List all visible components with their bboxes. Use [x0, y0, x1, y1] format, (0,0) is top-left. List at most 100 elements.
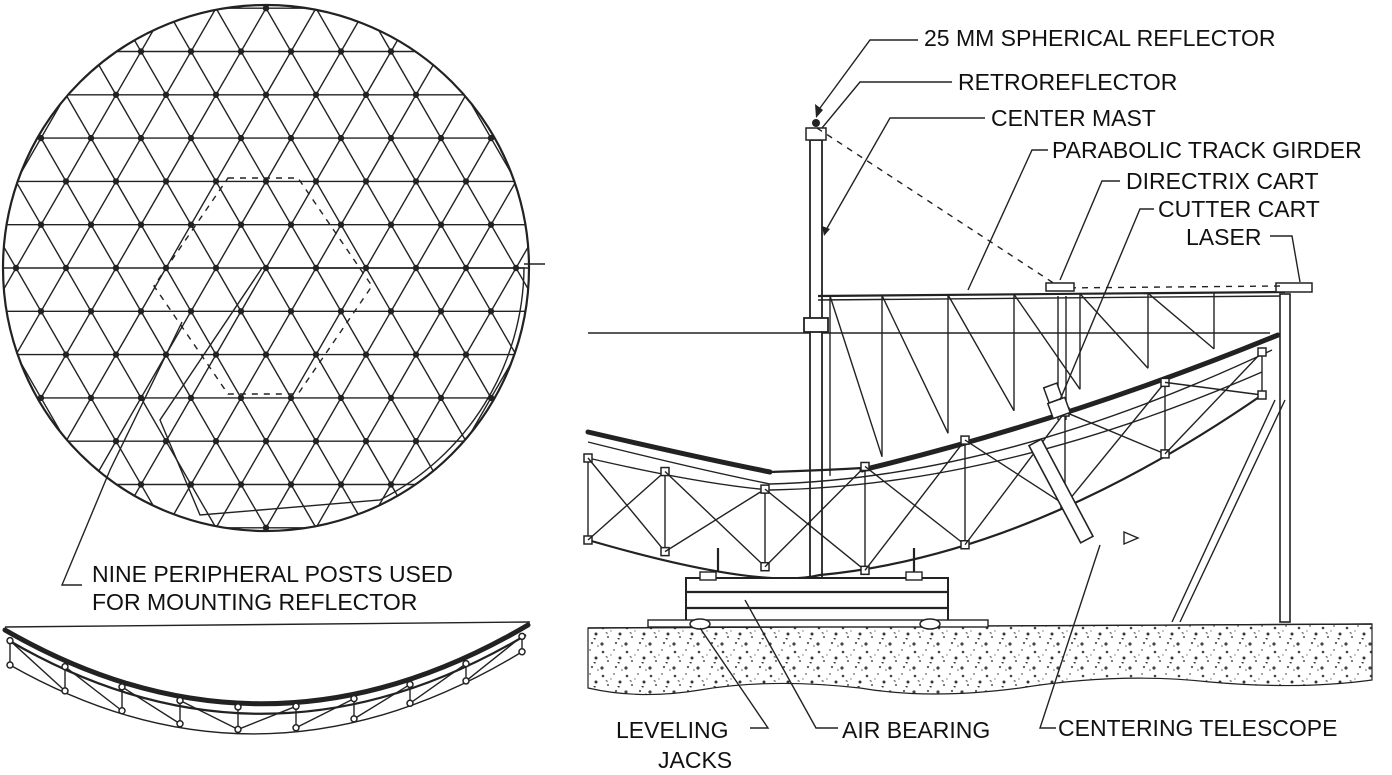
leveling-jacks	[689, 618, 941, 630]
mesh-node	[287, 134, 295, 142]
mesh-nodes	[12, 4, 520, 532]
reflector-side-truss	[2, 621, 531, 735]
mesh-node	[87, 394, 95, 402]
label-spherical-reflector: 25 MM SPHERICAL REFLECTOR	[924, 25, 1275, 51]
mesh-node	[37, 308, 45, 315]
mesh-node	[337, 48, 345, 55]
mesh-node	[237, 48, 245, 55]
leader-retroreflector	[821, 81, 952, 129]
leader-laser	[1270, 235, 1301, 283]
mesh-node	[212, 351, 220, 358]
mesh-node	[337, 394, 345, 402]
mesh-node	[312, 438, 320, 445]
mesh-node	[187, 221, 195, 228]
mesh-node	[487, 134, 495, 142]
mesh-node	[87, 308, 95, 315]
mesh-node	[437, 394, 445, 402]
mesh-node	[87, 221, 95, 228]
mesh-node	[112, 264, 120, 272]
mesh-node	[262, 351, 270, 358]
mesh-node	[262, 524, 270, 532]
mesh-node	[112, 91, 120, 98]
leader-center-mast	[825, 117, 985, 231]
mesh-node	[312, 351, 320, 358]
leader-spherical-reflector	[819, 39, 918, 109]
mesh-node	[137, 221, 145, 228]
mesh-node	[387, 134, 395, 142]
mesh-node	[287, 481, 295, 488]
mesh-node	[387, 394, 395, 402]
mesh-node	[187, 481, 195, 488]
mesh-node	[162, 91, 170, 98]
mesh-node	[112, 178, 120, 185]
mesh-node	[462, 178, 470, 185]
leader-leveling-jacks	[699, 627, 770, 729]
mesh-node	[437, 308, 445, 315]
mesh-node	[212, 91, 220, 98]
leader-air-bearing	[744, 599, 838, 729]
mesh-node	[262, 91, 270, 98]
mesh-node	[137, 481, 145, 488]
mesh-node	[187, 308, 195, 315]
leader-track-girder	[967, 149, 1048, 291]
mesh-node	[287, 308, 295, 315]
contouring-machine-elevation	[583, 39, 1373, 729]
centering-telescope	[1027, 438, 1095, 544]
label-centering-telescope: CENTERING TELESCOPE	[1058, 715, 1337, 741]
mesh-node	[37, 134, 45, 142]
mesh-node	[487, 221, 495, 228]
mesh-node	[412, 438, 420, 445]
mesh-node	[462, 351, 470, 358]
mesh-node	[362, 178, 370, 185]
mesh-node	[387, 48, 395, 55]
label-directrix-cart: DIRECTRIX CART	[1126, 168, 1319, 194]
mesh-node	[212, 178, 220, 185]
ground-gravel	[587, 623, 1373, 696]
mesh-node	[137, 394, 145, 402]
mesh-node	[412, 178, 420, 185]
mesh-node	[262, 4, 270, 12]
mesh-node	[287, 221, 295, 228]
mesh-node	[62, 178, 70, 185]
mesh-node	[337, 134, 345, 142]
label-parabolic-track-girder: PARABOLIC TRACK GIRDER	[1052, 137, 1362, 163]
reflector-section-outline	[159, 267, 525, 516]
mesh-node	[262, 178, 270, 185]
label-center-mast: CENTER MAST	[991, 105, 1156, 131]
reflector-surface	[585, 429, 773, 475]
mesh-node	[412, 351, 420, 358]
label-cutter-cart: CUTTER CART	[1158, 196, 1320, 222]
mesh-node	[312, 91, 320, 98]
laser-unit	[1275, 282, 1313, 293]
outer-post	[1279, 293, 1291, 623]
leader-directrix-cart	[1059, 180, 1120, 281]
mesh-node	[387, 481, 395, 488]
mesh-node	[362, 438, 370, 445]
mesh-node	[362, 351, 370, 358]
mesh-node	[87, 134, 95, 142]
mesh-node	[137, 134, 145, 142]
mesh-node	[337, 221, 345, 228]
label-retroreflector: RETROREFLECTOR	[958, 69, 1177, 95]
mesh-node	[237, 394, 245, 402]
label-leveling-jacks-1: LEVELING	[616, 717, 729, 743]
leader-cutter-cart	[1059, 208, 1154, 401]
label-peripheral-posts-2: FOR MOUNTING REFLECTOR	[92, 589, 417, 615]
mesh-node	[112, 438, 120, 445]
mesh-node	[237, 481, 245, 488]
mesh-node	[62, 351, 70, 358]
mesh-node	[337, 308, 345, 315]
mesh-node	[437, 134, 445, 142]
spherical-reflector-ball	[812, 119, 820, 127]
mesh-node	[487, 308, 495, 315]
label-air-bearing: AIR BEARING	[842, 717, 990, 743]
mesh-node	[137, 308, 145, 315]
center-mast	[809, 139, 823, 621]
directrix-cart	[1045, 282, 1075, 292]
mesh-node	[337, 481, 345, 488]
mesh-node	[187, 48, 195, 55]
mesh-node	[12, 264, 20, 272]
mesh-node	[287, 48, 295, 55]
label-leveling-jacks-2: JACKS	[658, 747, 732, 773]
